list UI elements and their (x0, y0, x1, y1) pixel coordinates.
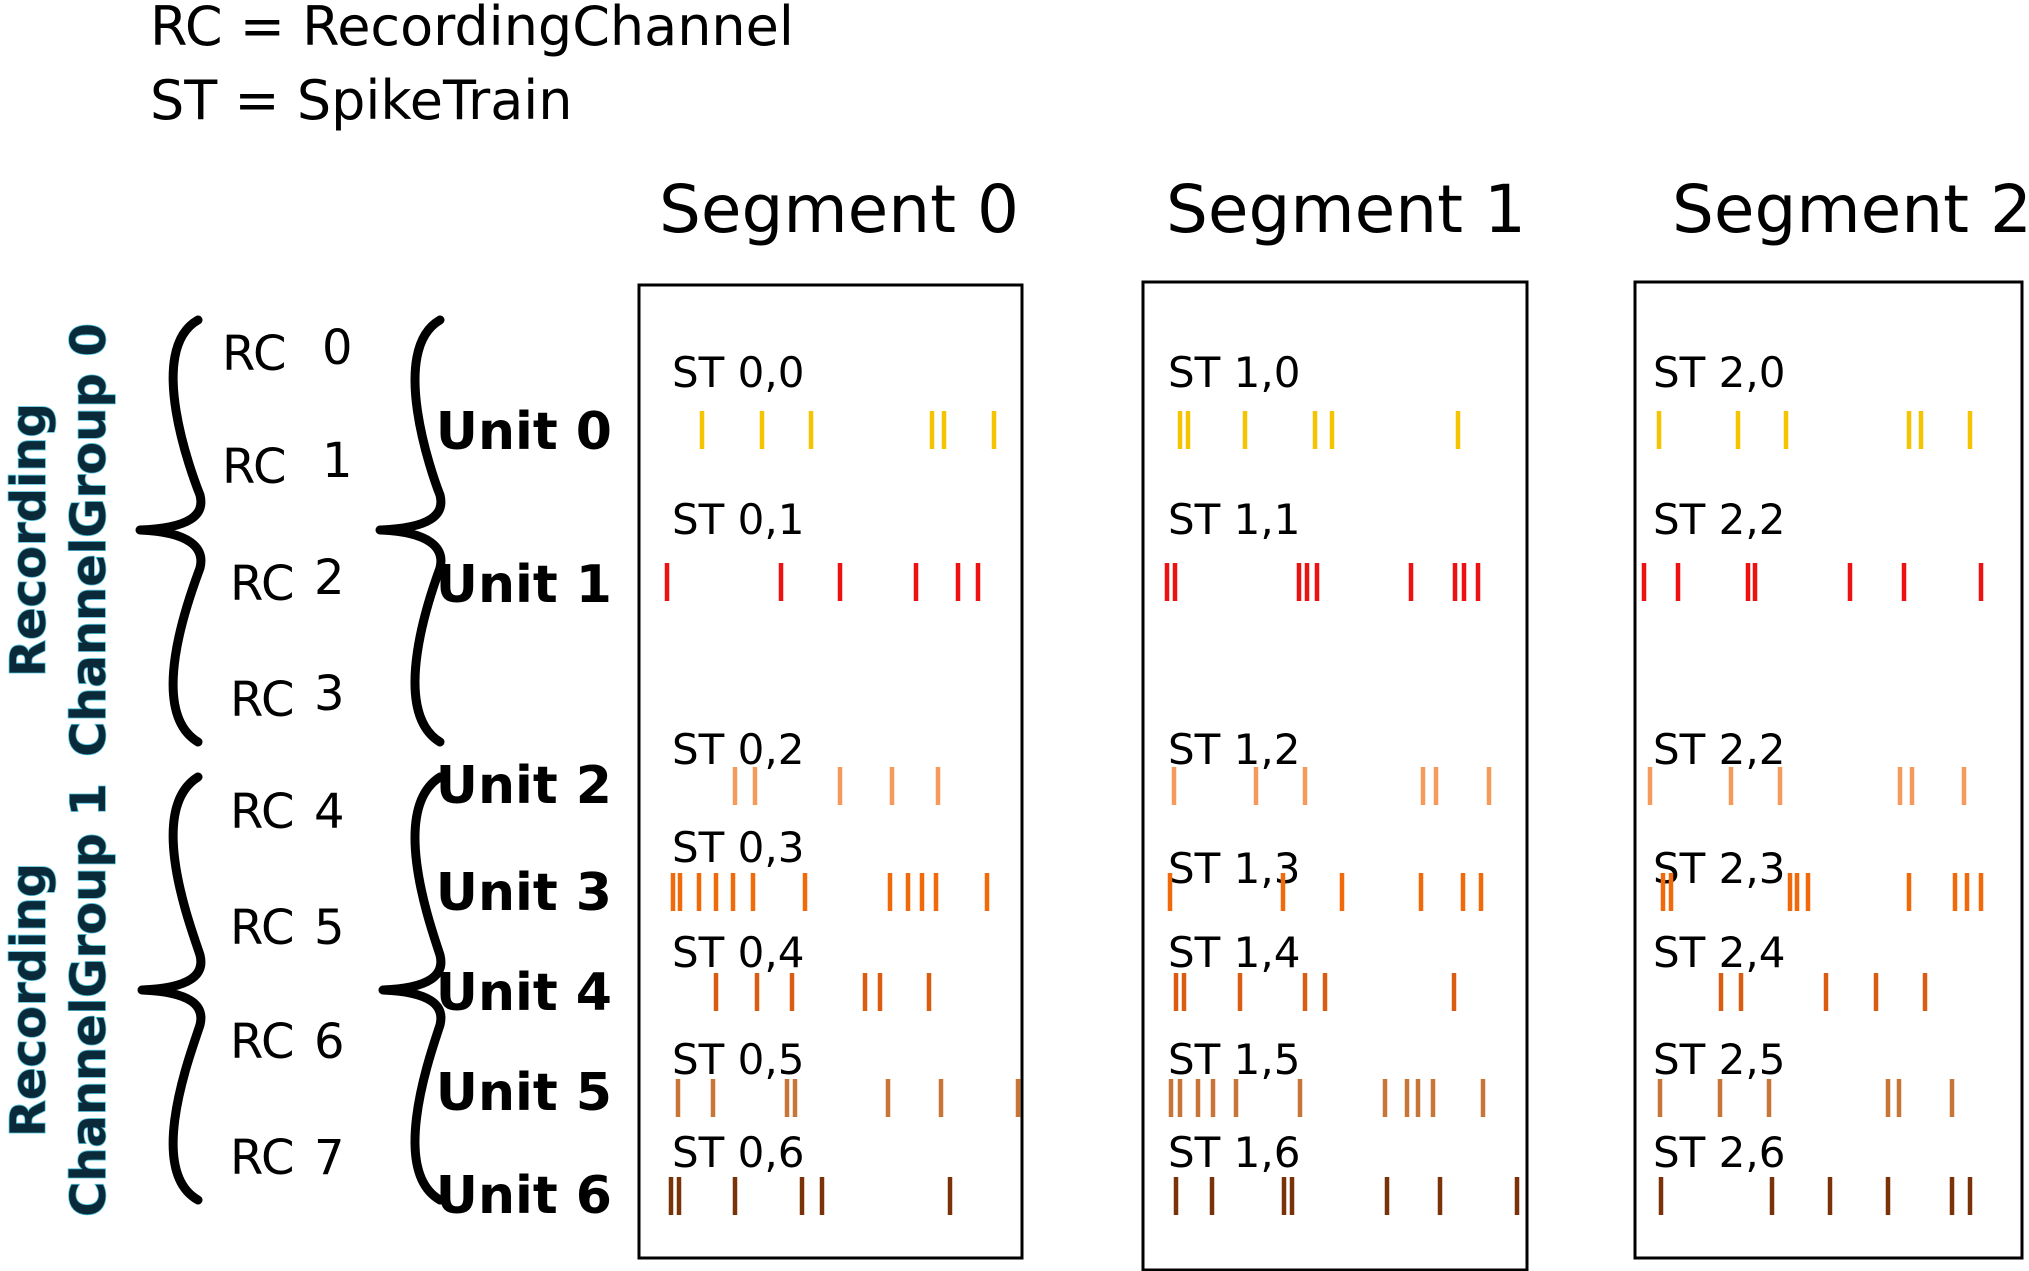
svg-text:3: 3 (314, 666, 345, 722)
st-label-1-3: ST 1,3 (1168, 844, 1300, 893)
rc-label-0: RC 0 (222, 320, 353, 382)
segment-title-1: Segment 1 (1166, 171, 1526, 248)
st-label-2-3: ST 2,3 (1653, 844, 1785, 893)
unit-label-3: Unit 3 (436, 863, 612, 923)
group-label-0: Recording ChannelGroup 0 (0, 322, 118, 757)
rc-label-4: RC 4 (230, 784, 345, 840)
rc-label-3: RC 3 (230, 666, 345, 728)
rc-label-2: RC 2 (230, 550, 345, 612)
st-label-2-4: ST 2,4 (1653, 928, 1785, 977)
svg-text:RC: RC (222, 439, 286, 495)
svg-text:RC: RC (230, 1130, 294, 1186)
st-label-2-1: ST 2,2 (1653, 495, 1785, 544)
brace-rc-group-0 (135, 315, 206, 747)
svg-text:RC: RC (230, 556, 294, 612)
rc-label-7: RC 7 (230, 1130, 345, 1186)
svg-text:RC: RC (230, 1014, 294, 1070)
svg-text:4: 4 (314, 784, 345, 840)
st-label-1-2: ST 1,2 (1168, 725, 1300, 774)
svg-text:RC: RC (222, 326, 286, 382)
st-label-2-5: ST 2,5 (1653, 1035, 1785, 1084)
rc-label-6: RC 6 (230, 1014, 345, 1070)
segment-title-2: Segment 2 (1672, 171, 2029, 248)
svg-text:ChannelGroup 0: ChannelGroup 0 (61, 323, 117, 757)
st-label-0-5: ST 0,5 (672, 1035, 804, 1084)
unit-label-1: Unit 1 (436, 555, 612, 615)
segment-box-1 (1141, 280, 1529, 1271)
st-label-2-6: ST 2,6 (1653, 1128, 1785, 1177)
svg-text:ChannelGroup 1: ChannelGroup 1 (61, 783, 117, 1217)
svg-text:0: 0 (322, 320, 353, 376)
group-label-1: Recording ChannelGroup 1 (0, 782, 118, 1217)
st-label-0-6: ST 0,6 (672, 1128, 804, 1177)
svg-text:2: 2 (314, 550, 345, 606)
svg-text:6: 6 (314, 1014, 345, 1070)
st-label-2-0: ST 2,0 (1653, 348, 1785, 397)
legend-st: ST = SpikeTrain (150, 69, 573, 132)
brace-units-group-0 (375, 315, 446, 747)
svg-text:Recording: Recording (1, 863, 57, 1137)
spike-rasters (664, 411, 1984, 1215)
st-label-0-3: ST 0,3 (672, 823, 804, 872)
st-label-1-6: ST 1,6 (1168, 1128, 1300, 1177)
svg-text:RC: RC (230, 672, 294, 728)
st-label-1-1: ST 1,1 (1168, 495, 1300, 544)
unit-label-6: Unit 6 (436, 1166, 612, 1226)
unit-label-5: Unit 5 (436, 1063, 612, 1123)
svg-text:1: 1 (322, 433, 353, 489)
segment-title-0: Segment 0 (659, 171, 1019, 248)
svg-text:RC: RC (230, 900, 294, 956)
brace-rc-group-1 (137, 772, 206, 1205)
st-label-1-0: ST 1,0 (1168, 348, 1300, 397)
unit-label-2: Unit 2 (436, 756, 612, 816)
legend-rc: RC = RecordingChannel (150, 0, 794, 58)
segment-box-2 (1633, 280, 2024, 1260)
st-label-1-5: ST 1,5 (1168, 1035, 1300, 1084)
svg-text:RC: RC (230, 784, 294, 840)
rc-label-5: RC 5 (230, 900, 345, 956)
segment-box-0 (637, 283, 1024, 1260)
unit-label-4: Unit 4 (436, 963, 612, 1023)
st-label-0-0: ST 0,0 (672, 348, 804, 397)
unit-label-0: Unit 0 (436, 402, 612, 462)
svg-text:5: 5 (314, 900, 345, 956)
rc-label-1: RC 1 (222, 433, 353, 495)
st-label-1-4: ST 1,4 (1168, 928, 1300, 977)
st-label-0-1: ST 0,1 (672, 495, 804, 544)
st-label-0-2: ST 0,2 (672, 725, 804, 774)
svg-text:Recording: Recording (1, 403, 57, 677)
st-label-0-4: ST 0,4 (672, 928, 804, 977)
brace-units-group-1 (378, 772, 446, 1205)
st-label-2-2: ST 2,2 (1653, 725, 1785, 774)
svg-text:7: 7 (314, 1130, 345, 1186)
